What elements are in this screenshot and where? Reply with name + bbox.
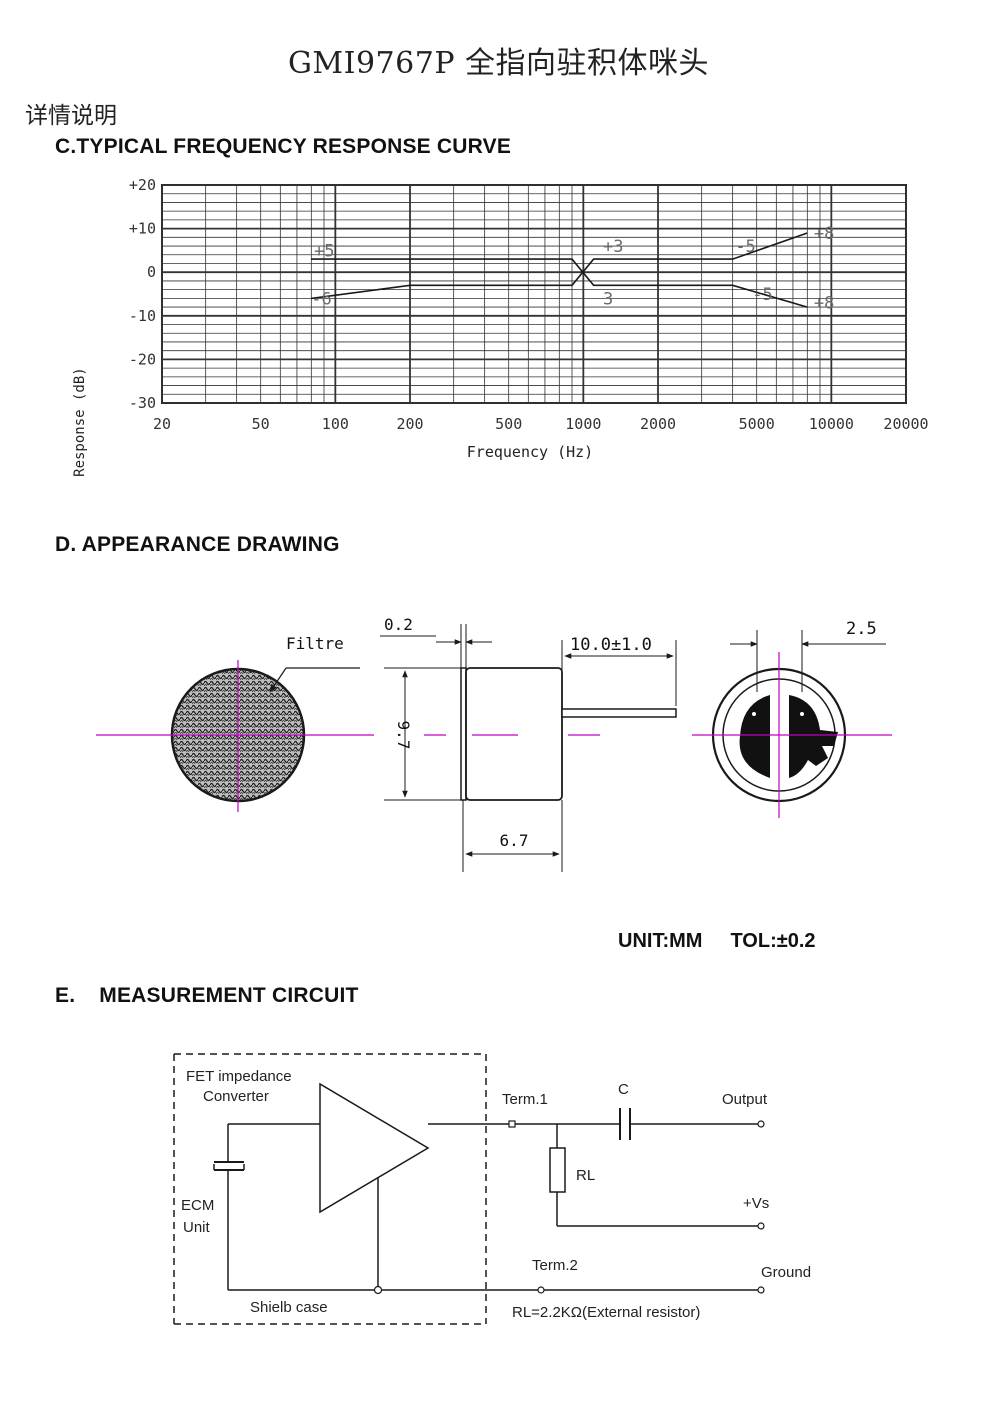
y-tick-label: -30 — [129, 394, 156, 412]
x-tick-label: 1000 — [565, 415, 601, 433]
pin-lead — [561, 708, 677, 718]
x-tick-label: 2000 — [640, 415, 676, 433]
y-tick-label: +10 — [129, 220, 156, 238]
ground-label: Ground — [761, 1264, 811, 1281]
tolerance-label: TOL:±0.2 — [730, 930, 816, 952]
ecm-label-line1: ECM — [181, 1197, 214, 1214]
vs-label: +Vs — [743, 1195, 769, 1212]
chart-annotation: -5 — [735, 237, 755, 257]
chart-grid — [161, 184, 907, 404]
term2-terminal — [537, 1286, 545, 1294]
chart-annotation: +8 — [814, 224, 834, 244]
x-tick-label: 200 — [396, 415, 423, 433]
measurement-circuit: FET impedance Converter ECM Unit Shielb … — [173, 1053, 811, 1325]
rear-view: 2.5 — [692, 619, 892, 818]
page-title: GMI9767P 全指向驻积体咪头 — [287, 46, 710, 81]
section-title: MEASUREMENT CIRCUIT — [99, 984, 359, 1007]
filter-leader-line — [269, 667, 287, 693]
chart-frame — [161, 184, 907, 404]
chart-annotations: +5 -6 +3 3 -5 -5 +8 +8 — [311, 224, 834, 314]
chart-annotation: 3 — [603, 289, 613, 309]
x-tick-label: 100 — [322, 415, 349, 433]
load-resistor — [549, 1147, 566, 1193]
ecm-label-line2: Unit — [183, 1219, 211, 1236]
x-tick-label: 50 — [252, 415, 270, 433]
chart-annotation: +3 — [603, 237, 623, 257]
chart-y-ticks: +20 +10 0 -10 -20 -30 — [129, 176, 156, 412]
capacitor-label: C — [618, 1081, 629, 1098]
chart-series — [311, 232, 808, 308]
chart-y-axis-label: Relative Response (dB) — [72, 367, 88, 480]
frequency-response-chart: +5 -6 +3 3 -5 -5 +8 +8 20 50 100 200 500 1000 2000 500… — [72, 176, 929, 480]
x-tick-label: 10000 — [809, 415, 854, 433]
y-tick-label: 0 — [147, 263, 156, 281]
chart-annotation: -5 — [752, 285, 772, 305]
fet-label-line2: Converter — [203, 1088, 269, 1105]
vs-terminal — [757, 1222, 765, 1230]
chart-x-axis-label: Frequency (Hz) — [467, 443, 593, 461]
shield-case-label: Shielb case — [250, 1299, 328, 1316]
rl-note-label: RL=2.2KΩ(External resistor) — [512, 1304, 700, 1321]
x-tick-label: 500 — [495, 415, 522, 433]
dim-height-label: 6.7 — [500, 831, 529, 850]
term1-label: Term.1 — [502, 1091, 548, 1108]
section-heading-measurement-circuit: E. MEASUREMENT CIRCUIT — [55, 984, 359, 1008]
front-view-filter: Filtre — [96, 634, 374, 812]
term2-label: Term.2 — [532, 1257, 578, 1274]
section-letter: E. — [55, 984, 76, 1007]
side-view: 0.2 10.0±1.0 9.7 6.7 — [380, 615, 677, 872]
section-heading-frequency-response: C.TYPICAL FREQUENCY RESPONSE CURVE — [55, 135, 512, 158]
unit-label: UNIT:MM — [618, 930, 703, 952]
chart-annotation: +8 — [814, 294, 834, 314]
chart-annotation: +5 — [314, 241, 334, 261]
dim-2-5-label: 2.5 — [846, 619, 877, 639]
detail-label: 详情说明 — [25, 103, 117, 129]
ground-terminal — [757, 1286, 765, 1294]
fet-amplifier — [319, 1082, 430, 1214]
rear-pad-left — [739, 695, 770, 778]
term1-terminal — [508, 1120, 516, 1128]
series-line-2 — [311, 232, 808, 300]
y-tick-label: +20 — [129, 176, 156, 194]
resistor-label: RL — [576, 1167, 595, 1184]
shield-case-outline — [173, 1053, 487, 1325]
output-terminal — [757, 1120, 765, 1128]
appearance-drawing: Filtre 0.2 10.0±1.0 9.7 6.7 — [96, 615, 892, 872]
ground-junction — [373, 1285, 383, 1295]
fet-label-line1: FET impedance — [186, 1068, 292, 1085]
chart-annotation: -6 — [311, 289, 331, 309]
x-tick-label: 20000 — [883, 415, 928, 433]
y-tick-label: -20 — [129, 350, 156, 368]
x-tick-label: 20 — [153, 415, 171, 433]
dim-pin-length-label: 10.0±1.0 — [570, 635, 652, 655]
output-label: Output — [722, 1091, 768, 1108]
chart-x-ticks: 20 50 100 200 500 1000 2000 5000 10000 20000 — [153, 415, 929, 433]
dim-0-2-label: 0.2 — [384, 615, 413, 634]
dim-diameter-label: 9.7 — [394, 721, 413, 750]
unit-tolerance-note: UNIT:MM TOL:±0.2 — [618, 930, 816, 953]
y-tick-label: -10 — [129, 307, 156, 325]
x-tick-label: 5000 — [739, 415, 775, 433]
section-heading-appearance: D. APPEARANCE DRAWING — [55, 533, 340, 556]
filter-label: Filtre — [286, 634, 344, 653]
